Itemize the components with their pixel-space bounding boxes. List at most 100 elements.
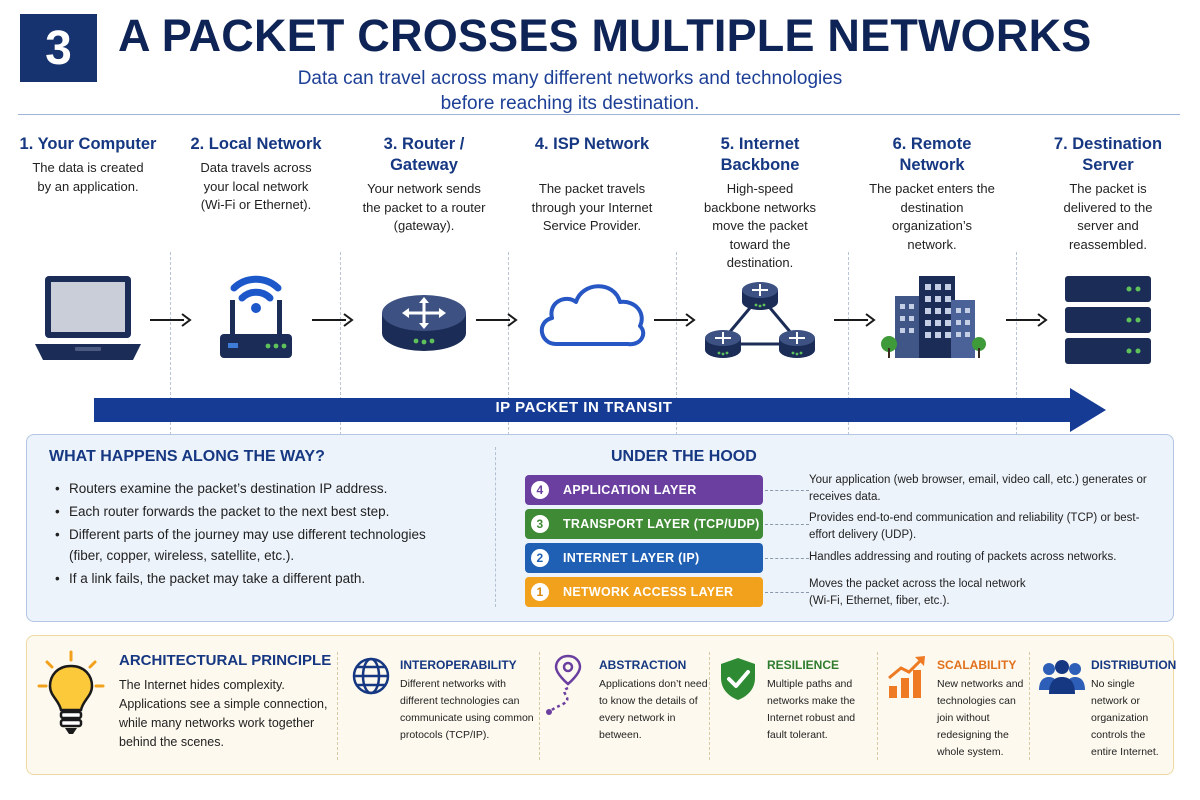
server-icon bbox=[1028, 274, 1188, 366]
section-number-badge: 3 bbox=[20, 14, 97, 82]
principle-description: The Internet hides complexity. Applicati… bbox=[119, 678, 328, 749]
layer-name: APPLICATION LAYER bbox=[563, 483, 697, 497]
step-your-computer: 1. Your Computer The data is created by … bbox=[8, 124, 168, 389]
step-title: 6. Remote Network bbox=[892, 135, 972, 174]
connector-line bbox=[765, 490, 809, 491]
arrow-right-icon bbox=[1006, 313, 1048, 327]
step-remote-network: 6. Remote Network The packet enters the … bbox=[852, 124, 1012, 389]
connector-line bbox=[765, 558, 809, 559]
feature-abstraction: ABSTRACTION Applications don’t need to k… bbox=[545, 636, 715, 776]
layer-number: 3 bbox=[531, 515, 549, 533]
under-the-hood-heading: UNDER THE HOOD bbox=[611, 448, 757, 465]
step-description: The data is created by an application. bbox=[32, 160, 144, 194]
panel-divider bbox=[495, 447, 496, 607]
step-description: Data travels across your local network (… bbox=[200, 160, 312, 212]
people-icon bbox=[1039, 660, 1085, 694]
arrow-right-icon bbox=[150, 313, 192, 327]
principles-panel: ARCHITECTURAL PRINCIPLE The Internet hid… bbox=[26, 635, 1177, 776]
step-description: The packet enters the destination organi… bbox=[869, 181, 995, 252]
details-panel: WHAT HAPPENS ALONG THE WAY? Routers exam… bbox=[26, 434, 1174, 622]
arrow-right-icon bbox=[654, 313, 696, 327]
step-router-gateway: 3. Router / Gateway Your network sends t… bbox=[344, 124, 504, 389]
layer-number: 4 bbox=[531, 481, 549, 499]
step-title: 2. Local Network bbox=[190, 135, 322, 153]
arrow-right-icon bbox=[834, 313, 876, 327]
layer-number: 1 bbox=[531, 583, 549, 601]
panel-divider bbox=[539, 652, 540, 760]
feature-title: ABSTRACTION bbox=[599, 658, 687, 672]
arrow-right-icon bbox=[476, 313, 518, 327]
packet-journey-steps: 1. Your Computer The data is created by … bbox=[8, 124, 1192, 510]
laptop-icon bbox=[8, 274, 168, 366]
list-item: If a link fails, the packet may take a d… bbox=[55, 568, 455, 589]
list-item: Routers examine the packet’s destination… bbox=[55, 478, 455, 499]
step-internet-backbone: 5. Internet Backbone High-speed backbone… bbox=[680, 124, 840, 389]
step-divider bbox=[170, 252, 171, 510]
feature-title: RESILIENCE bbox=[767, 658, 840, 672]
layer-description: Handles addressing and routing of packet… bbox=[809, 551, 1117, 563]
feature-interoperability: INTEROPERABILITY Different networks with… bbox=[345, 636, 535, 776]
feature-description: New networks and technologies can join w… bbox=[937, 678, 1024, 758]
step-divider bbox=[508, 252, 509, 510]
layer-description: Your application (web browser, email, vi… bbox=[809, 474, 1147, 503]
layer-transport: 3 TRANSPORT LAYER (TCP/UDP) bbox=[525, 509, 763, 539]
layer-description: Provides end-to-end communication and re… bbox=[809, 512, 1140, 541]
feature-title: DISTRIBUTION bbox=[1091, 658, 1177, 672]
globe-icon bbox=[352, 657, 390, 695]
router-icon bbox=[344, 289, 504, 359]
ip-packet-transit-arrow: IP PACKET IN TRANSIT bbox=[94, 386, 1106, 434]
layer-application: 4 APPLICATION LAYER bbox=[525, 475, 763, 505]
transit-label: IP PACKET IN TRANSIT bbox=[495, 399, 673, 416]
feature-scalability: SCALABILITY New networks and technologie… bbox=[883, 636, 1033, 776]
architectural-principle: ARCHITECTURAL PRINCIPLE The Internet hid… bbox=[27, 636, 337, 776]
layer-name: NETWORK ACCESS LAYER bbox=[563, 585, 734, 599]
shield-check-icon bbox=[721, 658, 755, 700]
step-title: 4. ISP Network bbox=[534, 135, 650, 153]
along-the-way-heading: WHAT HAPPENS ALONG THE WAY? bbox=[49, 448, 325, 465]
layer-name: INTERNET LAYER (IP) bbox=[563, 551, 700, 565]
step-divider bbox=[848, 252, 849, 510]
subtitle-line-2: before reaching its destination. bbox=[440, 93, 700, 114]
feature-description: Applications don’t need to know the deta… bbox=[599, 678, 708, 741]
step-title: 3. Router / Gateway bbox=[383, 135, 465, 174]
feature-title: INTEROPERABILITY bbox=[400, 658, 517, 672]
list-item: Each router forwards the packet to the n… bbox=[55, 501, 455, 522]
feature-resilience: RESILIENCE Multiple paths and networks m… bbox=[715, 636, 875, 776]
panel-divider bbox=[709, 652, 710, 760]
layer-name: TRANSPORT LAYER (TCP/UDP) bbox=[563, 517, 760, 531]
feature-description: Multiple paths and networks make the Int… bbox=[767, 678, 856, 741]
buildings-icon bbox=[852, 274, 1012, 364]
panel-divider bbox=[1029, 652, 1030, 760]
step-divider bbox=[676, 252, 677, 510]
arrow-right-icon bbox=[312, 313, 354, 327]
page-subtitle: Data can travel across many different ne… bbox=[230, 66, 910, 116]
cloud-icon bbox=[512, 272, 672, 352]
feature-description: Different networks with different techno… bbox=[400, 678, 534, 741]
path-icon bbox=[546, 654, 582, 715]
layer-description: Moves the packet across the local networ… bbox=[809, 578, 1026, 607]
connector-line bbox=[765, 524, 809, 525]
step-isp-network: 4. ISP Network The packet travels throug… bbox=[512, 124, 672, 389]
step-description: Your network sends the packet to a route… bbox=[362, 181, 486, 233]
wifi-router-icon bbox=[176, 256, 336, 366]
feature-distribution: DISTRIBUTION No single network or organi… bbox=[1035, 636, 1177, 776]
growth-chart-icon bbox=[888, 656, 925, 698]
header-divider bbox=[18, 114, 1180, 115]
subtitle-line-1: Data can travel across many different ne… bbox=[297, 68, 843, 89]
layer-number: 2 bbox=[531, 549, 549, 567]
step-title: 1. Your Computer bbox=[19, 135, 157, 153]
step-title: 7. Destination Server bbox=[1053, 135, 1163, 174]
step-divider bbox=[340, 252, 341, 510]
layer-network-access: 1 NETWORK ACCESS LAYER bbox=[525, 577, 763, 607]
connector-line bbox=[765, 592, 809, 593]
list-item: Different parts of the journey may use d… bbox=[55, 524, 455, 566]
panel-divider bbox=[337, 652, 338, 760]
step-destination-server: 7. Destination Server The packet is deli… bbox=[1028, 124, 1188, 389]
feature-title: SCALABILITY bbox=[937, 658, 1017, 672]
step-description: High-speed backbone networks move the pa… bbox=[703, 181, 816, 270]
panel-divider bbox=[877, 652, 878, 760]
layer-internet: 2 INTERNET LAYER (IP) bbox=[525, 543, 763, 573]
principle-heading: ARCHITECTURAL PRINCIPLE bbox=[119, 652, 332, 669]
step-description: The packet travels through your Internet… bbox=[531, 181, 653, 233]
along-the-way-list: Routers examine the packet’s destination… bbox=[55, 478, 455, 591]
